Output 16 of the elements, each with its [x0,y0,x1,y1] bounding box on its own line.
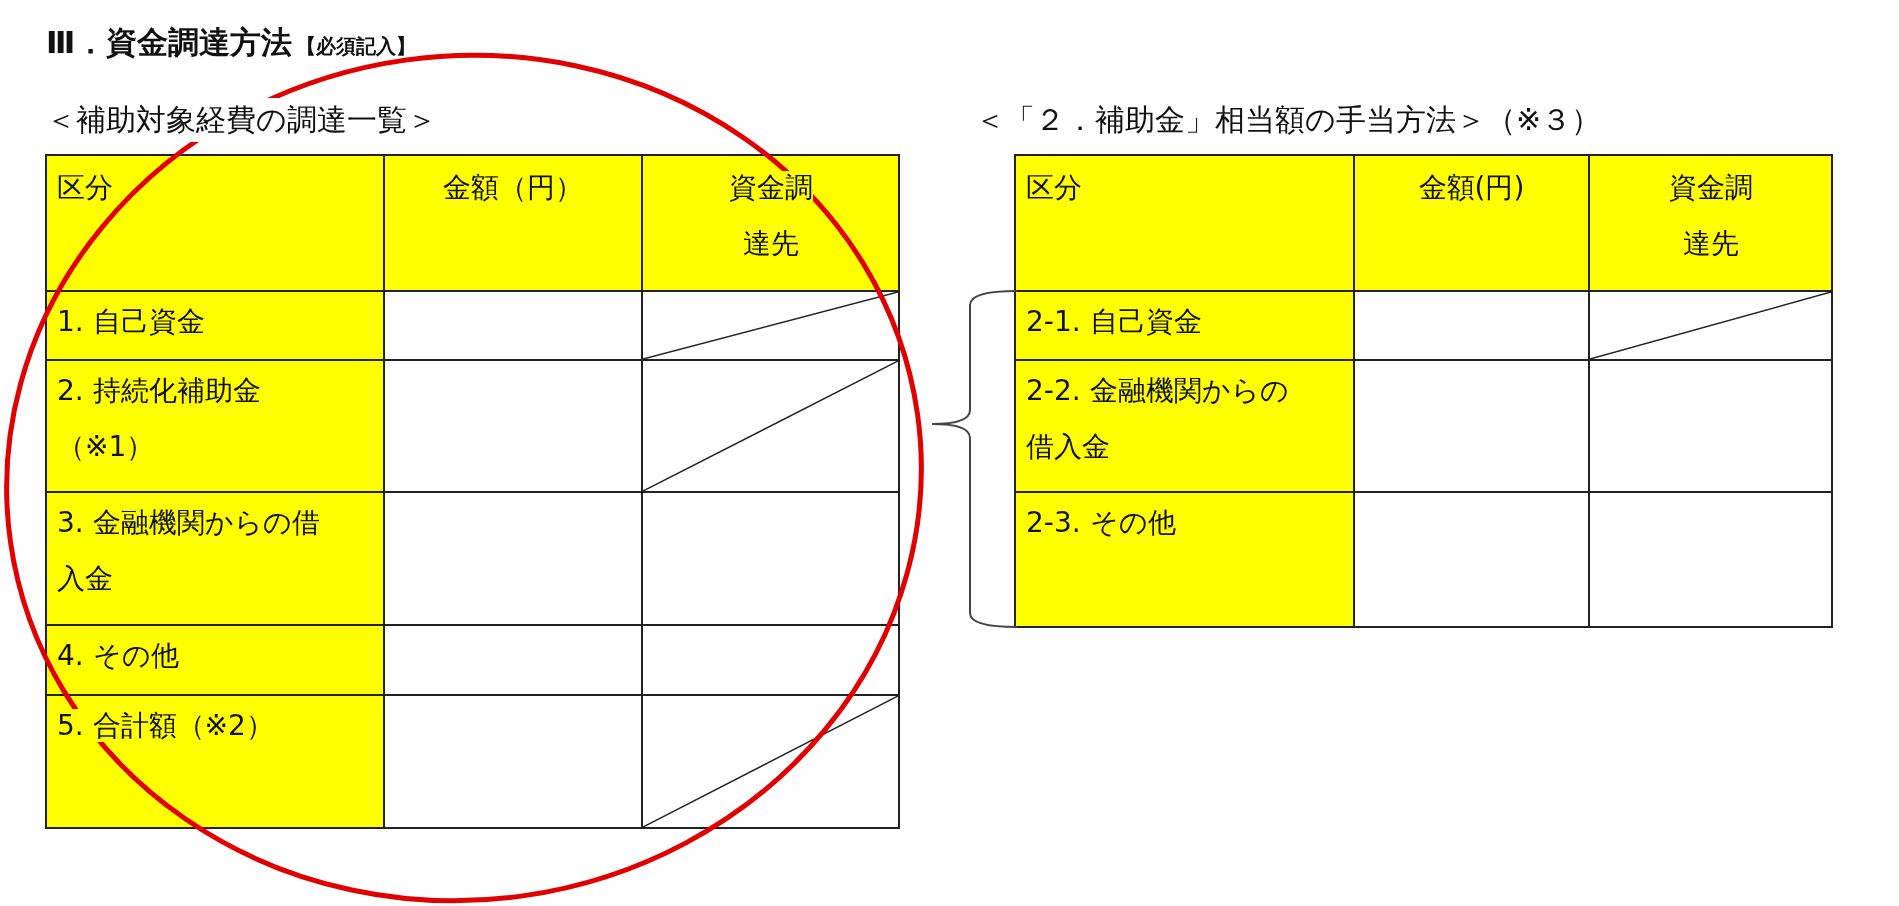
row-label-cell: 5. 合計額（※2） [45,694,385,829]
row-label-cell: 2-2. 金融機関からの借入金 [1014,359,1355,493]
row-label-cell: 2-1. 自己資金 [1014,290,1355,361]
row-label-cell: 2. 持続化補助金（※1） [45,359,385,493]
header-cell: 区分 [1014,154,1355,292]
row-label-cell: 2-3. その他 [1014,491,1355,628]
heading: Ⅲ．資金調達方法 [46,23,293,62]
header-cell: 金額（円） [383,154,643,292]
header-cell: 資金調達先 [641,154,900,292]
row-label-cell: 1. 自己資金 [45,290,385,361]
header-cell: 区分 [45,154,385,292]
row-label-cell: 4. その他 [45,624,385,696]
header-cell: 金額(円) [1353,154,1590,292]
note: 【必須記入】 [296,33,417,60]
row-label-cell: 3. 金融機関からの借入金 [45,491,385,626]
header-cell: 資金調達先 [1588,154,1833,292]
